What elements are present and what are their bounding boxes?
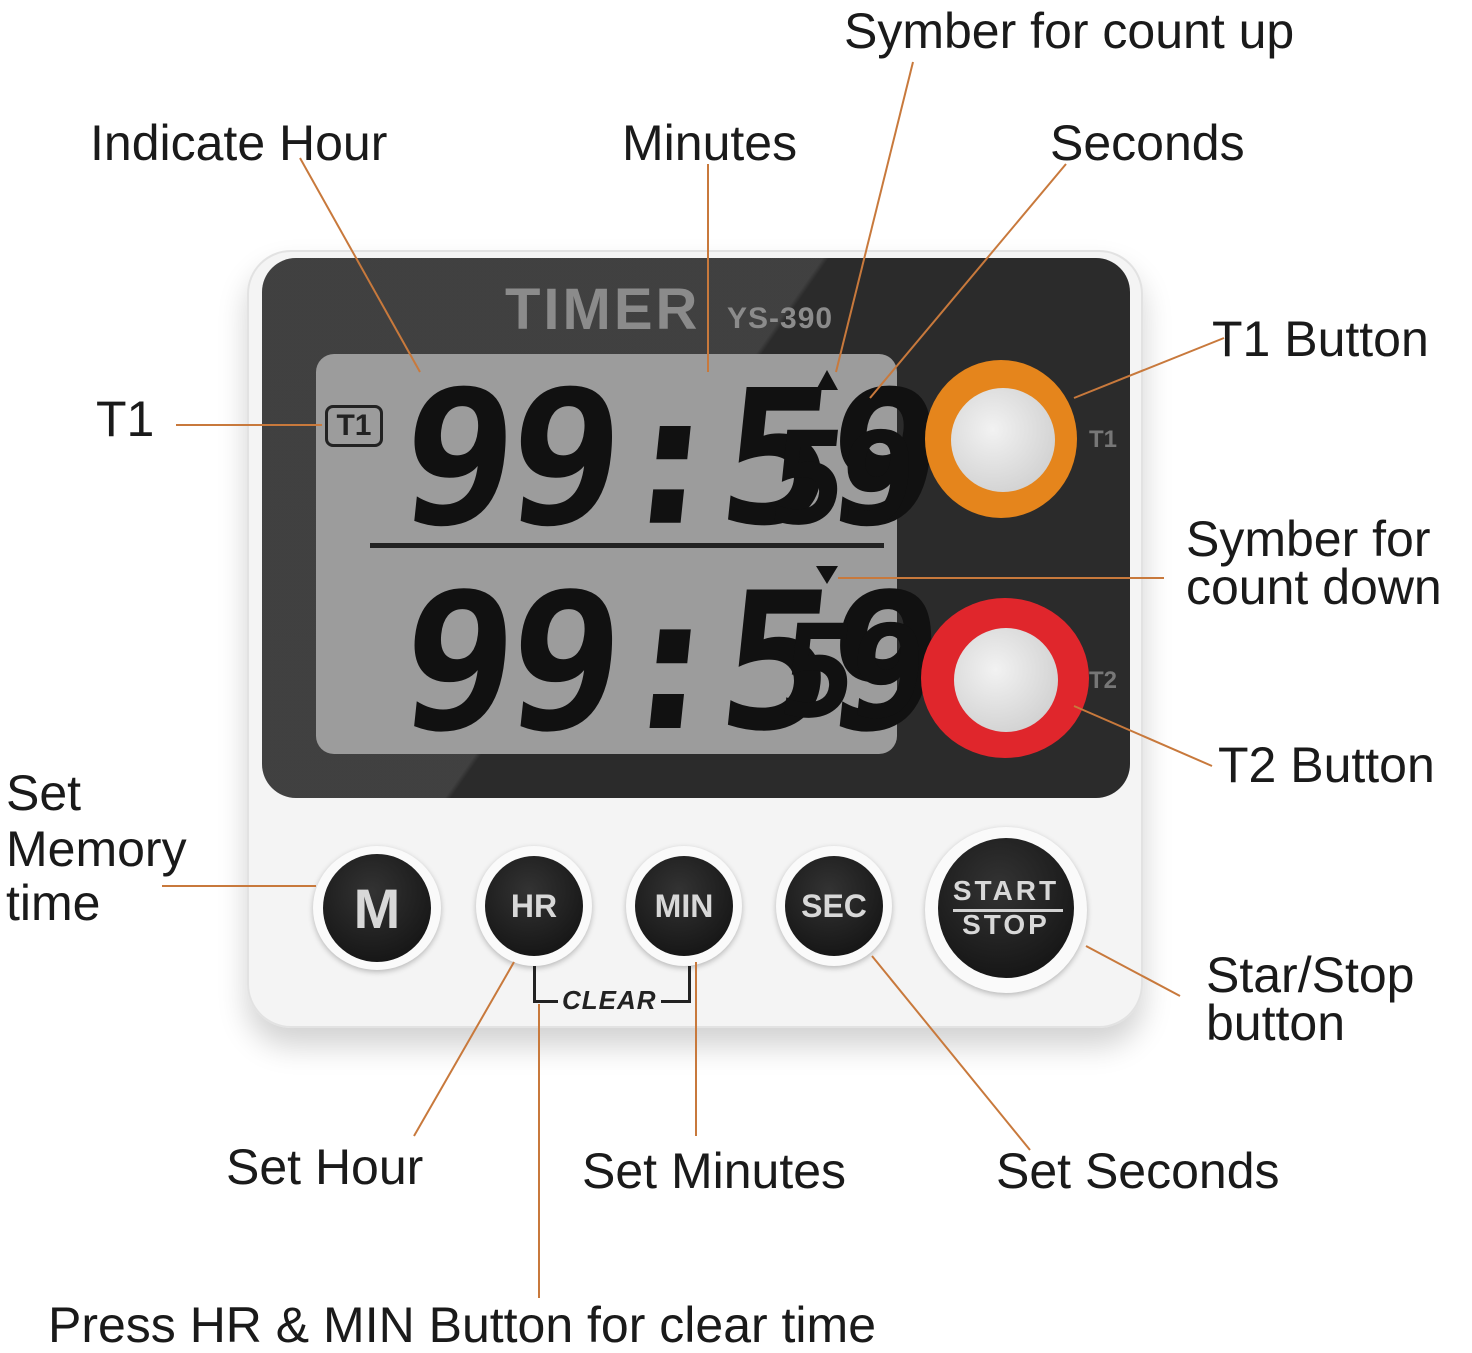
sec-button[interactable]: SEC xyxy=(785,856,883,956)
annotation-count-down-line1: Symber for xyxy=(1186,511,1431,567)
leader-set-hour xyxy=(413,961,515,1137)
leader-count-up xyxy=(835,61,914,373)
leader-hour xyxy=(299,157,421,373)
annotation-memory-line3: time xyxy=(6,875,101,931)
start-label: START xyxy=(952,875,1060,906)
annotation-t2-button: T2 Button xyxy=(1218,737,1435,793)
t1-side-label: T1 xyxy=(1089,426,1118,453)
leader-set-seconds xyxy=(871,955,1031,1151)
annotation-t1: T1 xyxy=(96,391,155,447)
annotation-memory-line1: Set xyxy=(6,765,82,821)
start-stop-divider xyxy=(953,909,1063,912)
annotation-count-down-line2: count down xyxy=(1186,559,1442,615)
annotation-set-seconds: Set Seconds xyxy=(996,1143,1280,1199)
m-button[interactable]: M xyxy=(323,854,431,962)
start-stop-button[interactable]: START STOP xyxy=(938,838,1074,978)
lcd-divider xyxy=(370,543,884,548)
model-label: YS-390 xyxy=(727,302,834,335)
annotation-start-stop-line1: Star/Stop xyxy=(1206,947,1415,1003)
annotation-memory-line2: Memory xyxy=(6,821,187,877)
timer1-indicator: T1 xyxy=(325,405,383,447)
count-up-triangle-icon xyxy=(816,370,838,390)
clear-label: CLEAR xyxy=(558,985,661,1016)
min-button[interactable]: MIN xyxy=(635,856,733,956)
annotation-set-hour: Set Hour xyxy=(226,1139,424,1195)
leader-t1-button xyxy=(1073,337,1225,399)
hr-button[interactable]: HR xyxy=(485,856,583,956)
annotation-start-stop-line2: button xyxy=(1206,995,1346,1051)
brand-label: TIMER xyxy=(505,277,701,342)
stop-label: STOP xyxy=(962,909,1050,940)
t1-button[interactable] xyxy=(951,388,1055,492)
t2-button[interactable] xyxy=(954,628,1058,732)
annotation-set-minutes: Set Minutes xyxy=(582,1143,847,1199)
t2-side-label: T2 xyxy=(1089,667,1118,694)
annotation-minutes: Minutes xyxy=(622,115,798,171)
lcd-screen xyxy=(316,354,897,754)
leader-start-stop xyxy=(1085,945,1181,997)
annotation-t1-button: T1 Button xyxy=(1212,311,1429,367)
annotation-seconds: Seconds xyxy=(1050,115,1245,171)
annotation-clear-time: Press HR & MIN Button for clear time xyxy=(48,1297,877,1353)
count-down-triangle-icon xyxy=(816,566,838,584)
annotation-indicate-hour: Indicate Hour xyxy=(90,115,388,171)
annotation-count-up: Symber for count up xyxy=(844,3,1295,59)
leader-t2-button xyxy=(1073,705,1213,767)
leader-seconds xyxy=(869,163,1067,399)
